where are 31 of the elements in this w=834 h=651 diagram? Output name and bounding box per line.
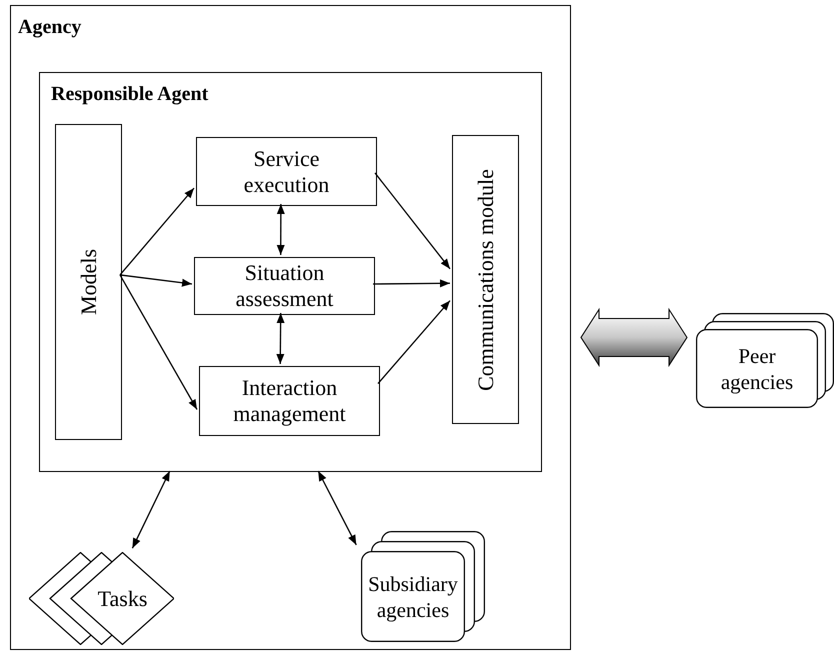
arrow <box>276 204 285 255</box>
process-box <box>452 135 519 424</box>
agency-frame <box>10 5 571 650</box>
process-box <box>196 137 377 206</box>
arrow <box>120 188 194 276</box>
node-label: Subsidiary agencies <box>367 570 459 622</box>
process-box <box>55 124 122 440</box>
arrow <box>373 279 450 288</box>
node-label: Service execution <box>242 146 330 198</box>
node-label: Tasks <box>98 588 148 610</box>
node-label: Communications module <box>474 168 496 390</box>
process-box <box>199 366 380 436</box>
arrow <box>374 172 451 270</box>
agent-frame <box>39 72 542 472</box>
stacked-diamond-node <box>29 552 174 645</box>
arrow <box>318 470 357 546</box>
block-arrow <box>580 308 688 368</box>
arrow <box>132 470 170 548</box>
node-label: Peer agencies <box>720 342 794 394</box>
node-label: Models <box>78 249 100 315</box>
process-box <box>194 257 375 315</box>
node-label: Agency <box>18 17 82 37</box>
arrow <box>119 274 198 410</box>
node-label: Responsible Agent <box>51 84 208 104</box>
arrow <box>276 313 285 364</box>
node-label: Situation assessment <box>234 260 334 312</box>
arrow <box>120 274 192 287</box>
stacked-card-node <box>361 531 485 642</box>
arrow <box>378 300 450 384</box>
stacked-card-node <box>696 313 834 408</box>
node-label: Interaction management <box>232 375 347 427</box>
